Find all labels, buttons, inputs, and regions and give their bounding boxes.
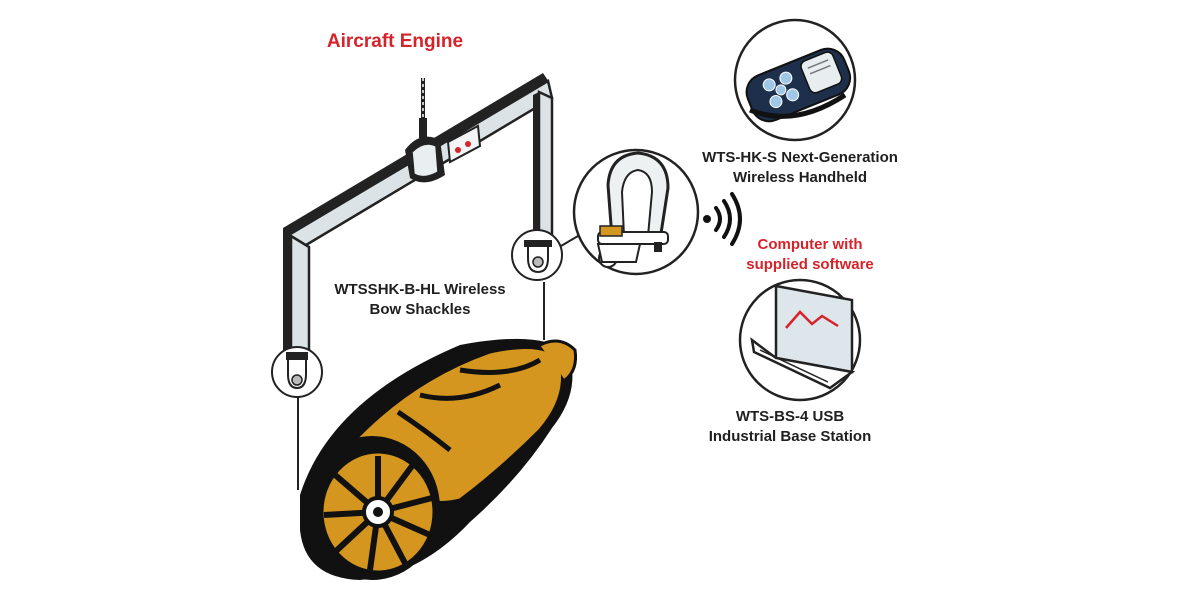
diagram-title: Aircraft Engine [326, 31, 464, 52]
wireless-signal-icon [703, 192, 742, 246]
laptop-circle [738, 278, 862, 402]
computer-label-line2: supplied software [746, 256, 874, 273]
handheld-label: WTS-HK-S Next-Generation Wireless Handhe… [680, 148, 920, 188]
shackle-callout-left [271, 346, 323, 398]
callout-connector [560, 235, 579, 247]
shackles-label-line1: WTSSHK-B-HL Wireless [334, 281, 506, 298]
handheld-label-line1: WTS-HK-S Next-Generation [702, 149, 898, 166]
hoist-cable [419, 78, 427, 138]
base-station-label: WTS-BS-4 USB Industrial Base Station [690, 407, 890, 447]
computer-label: Computer with supplied software [720, 235, 900, 275]
support-lines [297, 282, 545, 490]
handheld-device-circle [733, 18, 857, 142]
lifting-frame [283, 73, 554, 367]
aircraft-engine-illustration [300, 338, 577, 580]
handheld-label-line2: Wireless Handheld [732, 169, 868, 186]
computer-label-line1: Computer with [757, 236, 863, 253]
shackles-label-line2: Bow Shackles [369, 301, 471, 318]
shackles-label: WTSSHK-B-HL Wireless Bow Shackles [325, 280, 515, 320]
base-station-label-line1: WTS-BS-4 USB [735, 408, 845, 425]
base-station-label-line2: Industrial Base Station [708, 428, 872, 445]
shackle-zoom-circle [572, 148, 700, 276]
shackle-callout-right [511, 229, 563, 281]
